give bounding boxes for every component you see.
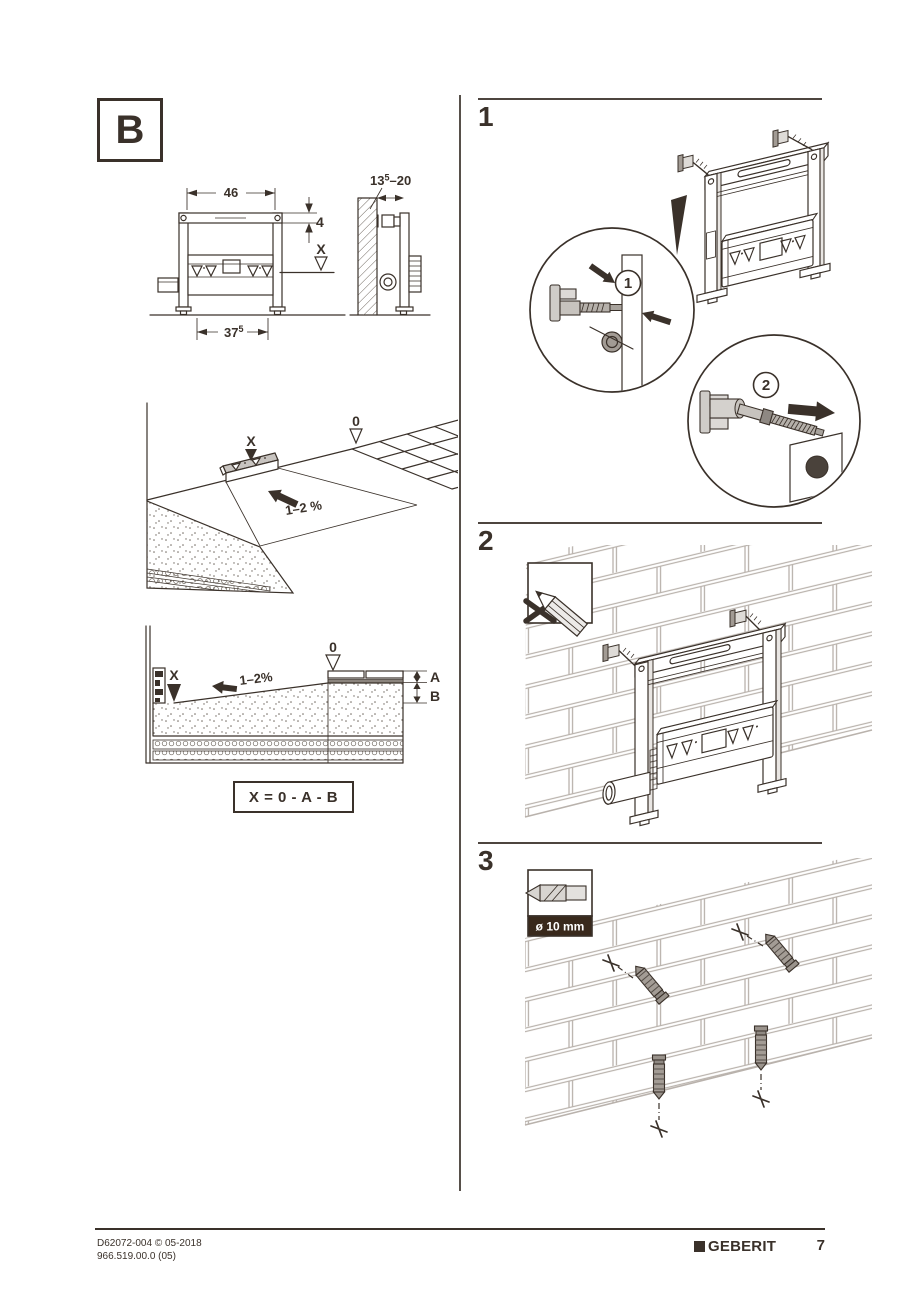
section-label-box: B	[97, 98, 163, 162]
slope-arrow	[268, 489, 299, 508]
screed-body	[153, 683, 403, 736]
x-label: X	[246, 433, 256, 449]
detail-circle-1: 1	[529, 227, 695, 393]
slope-arrow	[212, 680, 238, 694]
slope-label: 1–2%	[239, 669, 274, 688]
zero-label: 0	[329, 639, 337, 655]
wall-anchor	[602, 643, 636, 667]
zero-marker: 0	[349, 413, 363, 445]
dimension-375: 375	[196, 318, 269, 340]
callout-2-label: 2	[762, 377, 770, 394]
wall-profile	[152, 667, 166, 704]
column-divider	[459, 95, 461, 1191]
brand-logo: GEBERIT	[694, 1237, 777, 1255]
step-1-illustration: 1	[529, 129, 861, 508]
drill-diameter-label: ø 10 mm	[536, 920, 585, 934]
dimension-46: 46	[186, 185, 276, 210]
formula-text: X = 0 - A - B	[248, 788, 339, 806]
step-3-rule	[478, 842, 822, 844]
pipe-stub	[157, 277, 179, 293]
mounting-frame	[602, 609, 787, 827]
step-2-illustration	[523, 545, 873, 827]
svg-text:135–20: 135–20	[370, 173, 411, 189]
slope-creases	[225, 467, 418, 547]
x-marker: X	[245, 433, 257, 461]
insulation-layer	[152, 750, 404, 761]
dim-135-main: 13	[370, 173, 384, 188]
drain-channel	[219, 452, 279, 483]
x-label: X	[169, 667, 179, 683]
mounting-frame	[677, 129, 831, 305]
floor-section-diagram: X 0 1–2% A B	[145, 625, 440, 764]
dimension-135-20: 135–20	[369, 173, 411, 210]
frame-front-view	[157, 212, 286, 316]
floor-slope-isometric: 0 X 1–2 %	[146, 402, 458, 594]
dimension-4: 4	[282, 197, 324, 243]
tiles	[327, 670, 404, 684]
guide-lines	[617, 935, 764, 1120]
tile-grid	[351, 419, 458, 490]
page-number: 7	[816, 1237, 825, 1254]
callout-2-badge	[752, 371, 780, 399]
callout-1-badge	[614, 269, 642, 297]
footer-rule	[95, 1228, 825, 1230]
brick-wall	[525, 858, 872, 1125]
brand-name: GEBERIT	[708, 1237, 777, 1255]
floor-slab-section	[146, 500, 295, 594]
dim-a-label: A	[430, 669, 440, 685]
svg-text:375: 375	[224, 324, 243, 340]
wall-hatch	[358, 198, 377, 315]
step-3-number: 3	[478, 845, 494, 876]
callout-1-label: 1	[624, 275, 632, 292]
level-mark-x: X	[279, 241, 335, 274]
step-1-number: 1	[478, 101, 494, 132]
x-marker: X	[167, 667, 181, 702]
dim-46-label: 46	[224, 185, 238, 200]
footer-codes: D62072-004 © 05-2018 966.519.00.0 (05)	[97, 1237, 202, 1263]
drill-diameter-bar	[527, 915, 593, 937]
leader-wedge	[671, 195, 687, 255]
pencil-mark-icon	[523, 562, 593, 637]
step-2-rule	[478, 522, 822, 524]
drill-mark	[752, 1090, 770, 1108]
dimension-drawing: 46 4 X 375	[149, 173, 431, 340]
dim-135-rest: –20	[389, 173, 411, 188]
formula-box: X = 0 - A - B	[233, 781, 354, 813]
frame-side-view	[357, 197, 422, 316]
drill-mark	[650, 1120, 668, 1138]
step-3-illustration: ø 10 mm	[524, 858, 873, 1138]
step-1-rule	[478, 98, 822, 100]
dim-375-main: 37	[224, 325, 238, 340]
slope-label: 1–2 %	[284, 497, 323, 518]
zero-marker: 0	[325, 639, 341, 672]
drill-bit-icon: ø 10 mm	[524, 869, 593, 937]
wall-lines	[145, 625, 151, 764]
wall-anchor	[772, 129, 813, 151]
step-2-number: 2	[478, 525, 494, 556]
dim-135-sup: 5	[384, 173, 389, 183]
zero-label: 0	[352, 413, 360, 429]
wall-anchor-side	[381, 214, 395, 228]
section-label: B	[115, 107, 145, 152]
wall-plug	[651, 1054, 667, 1100]
brick-wall	[525, 545, 872, 817]
detail-circle-2: 2	[687, 334, 861, 508]
threaded-rod	[736, 403, 825, 437]
doc-code: D62072-004 © 05-2018	[97, 1238, 202, 1249]
dim-375-sup: 5	[238, 324, 243, 334]
dim-b-label: B	[430, 688, 440, 704]
x-label: X	[316, 241, 326, 257]
brand-square-icon	[694, 1240, 705, 1252]
article-code: 966.519.00.0 (05)	[97, 1251, 176, 1262]
wall-anchor	[677, 154, 709, 176]
dim-4-label: 4	[316, 214, 324, 230]
insulation-layer	[152, 739, 404, 750]
dimension-a-b: A B	[403, 669, 440, 704]
wall-plug	[753, 1025, 769, 1071]
drain-outlet	[379, 273, 397, 291]
